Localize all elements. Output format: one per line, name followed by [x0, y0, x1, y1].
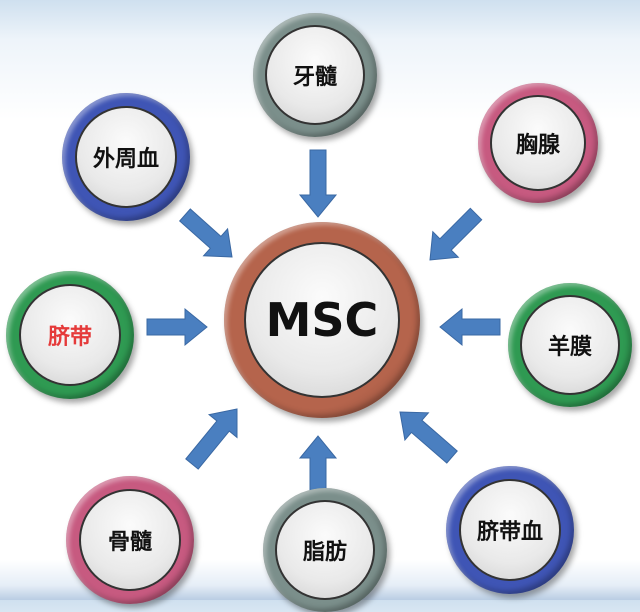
msc-center-node: MSC: [224, 222, 420, 418]
source-label: 脐带: [19, 284, 121, 386]
source-node-adipose: 脂肪: [263, 488, 387, 612]
source-label: 脂肪: [275, 500, 375, 600]
source-node-peripheral-blood: 外周血: [62, 93, 190, 221]
arrow-icon: [185, 408, 238, 470]
arrow-icon: [146, 307, 208, 347]
source-label: 羊膜: [520, 295, 620, 395]
source-label: 脐带血: [459, 479, 561, 581]
source-node-umbilical-cord: 脐带: [6, 271, 134, 399]
arrow-icon: [439, 307, 501, 347]
arrow-icon: [178, 208, 233, 258]
source-node-cord-blood: 脐带血: [446, 466, 574, 594]
arrow-icon: [298, 149, 338, 218]
source-label: 外周血: [75, 106, 177, 208]
arrow-icon: [429, 207, 483, 261]
source-node-bone-marrow: 骨髓: [66, 476, 194, 604]
source-node-dental-pulp: 牙髓: [253, 13, 377, 137]
arrow-icon: [399, 411, 458, 464]
source-node-amnion: 羊膜: [508, 283, 632, 407]
source-node-thymus: 胸腺: [478, 83, 598, 203]
source-label: 骨髓: [79, 489, 181, 591]
source-label: 胸腺: [490, 95, 586, 191]
source-label: 牙髓: [265, 25, 365, 125]
msc-label: MSC: [244, 242, 400, 398]
